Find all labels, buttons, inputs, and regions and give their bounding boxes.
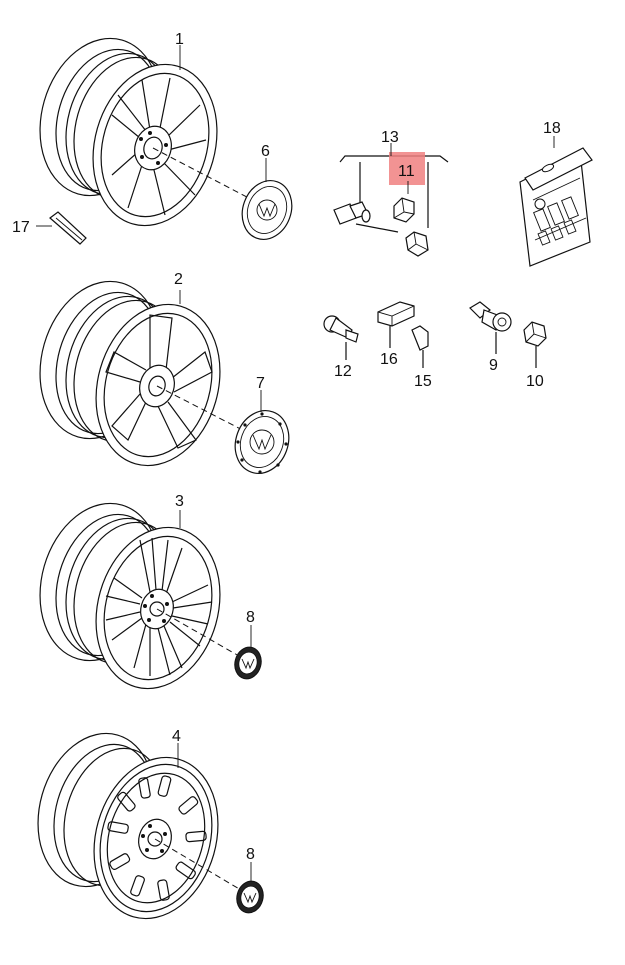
callout-4: 4	[172, 728, 181, 745]
callout-13: 13	[381, 129, 399, 146]
callout-8-upper: 8	[246, 609, 255, 626]
callout-6: 6	[261, 143, 270, 160]
callout-16: 16	[380, 351, 398, 368]
callout-1: 1	[175, 31, 184, 48]
leader-lines	[36, 45, 555, 882]
callout-7: 7	[256, 375, 265, 392]
wheel-1	[39, 37, 218, 227]
hub-cap-6	[241, 180, 293, 240]
wheel-3	[39, 502, 221, 690]
hub-cap-7	[234, 410, 290, 474]
callout-9: 9	[489, 357, 498, 374]
bolt-kit-package-18	[519, 147, 593, 267]
callout-15: 15	[414, 373, 432, 390]
highlight-11	[389, 152, 425, 185]
callout-2: 2	[174, 271, 183, 288]
balance-weight-17	[49, 211, 87, 245]
wheel-bolt-9	[469, 301, 512, 354]
balance-weight-16	[377, 301, 415, 348]
clip-15	[411, 325, 429, 368]
locking-bolt-set-13	[333, 155, 449, 257]
callout-3: 3	[175, 493, 184, 510]
axis-line-wheel-3	[156, 608, 247, 661]
tire-valve-12	[323, 315, 359, 360]
wheel-nut-10	[523, 321, 547, 368]
callout-11: 11	[398, 163, 415, 180]
wheel-2	[39, 280, 221, 467]
axis-line-wheel-1	[152, 147, 269, 209]
center-emblem-8-upper	[234, 646, 262, 680]
wheel-4	[37, 732, 219, 920]
callout-labels: 1 2 3 4 6 7 8 8 9 10 11 12 13 15 16 17 1…	[12, 31, 561, 863]
callout-8-lower: 8	[246, 846, 255, 863]
callout-17: 17	[12, 219, 30, 236]
callout-10: 10	[526, 373, 544, 390]
callout-18: 18	[543, 120, 561, 137]
callout-12: 12	[334, 363, 352, 380]
center-emblem-8-lower	[236, 880, 264, 914]
axis-line-wheel-4	[154, 838, 247, 894]
